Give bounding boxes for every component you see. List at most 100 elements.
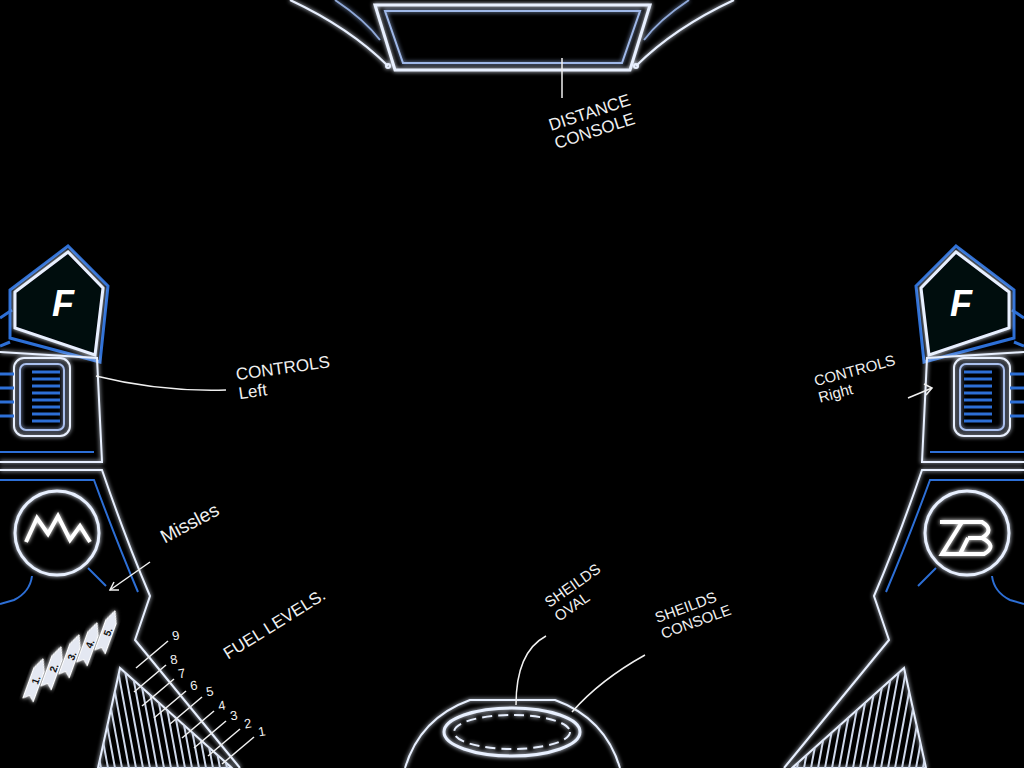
callout-text: CONTROLS Right: [812, 350, 907, 405]
pentagon-outline: [15, 252, 103, 355]
vent-stripe: [930, 660, 950, 768]
callout-text: SHEILDS OVAL: [542, 552, 626, 625]
leader-line: [516, 636, 546, 705]
fire-button: F: [12, 248, 106, 360]
shields-console: [405, 700, 620, 768]
blue-trace: [0, 342, 10, 346]
blue-trace: [0, 387, 14, 390]
console-frame: [375, 5, 650, 70]
control-stripe: [32, 413, 60, 416]
vent-stripe: [916, 660, 936, 768]
leader-line: [561, 58, 563, 98]
vent-stripes: [748, 660, 964, 768]
panel-frame: [922, 352, 1024, 462]
lower-panel: [784, 470, 1024, 768]
vent-stripe: [825, 660, 845, 768]
b-glyph: [960, 522, 991, 554]
control-stripe: [964, 420, 992, 423]
blue-trace: [0, 576, 32, 604]
vent-stripe: [797, 660, 817, 768]
leader-line: [96, 376, 226, 390]
console-wing: [290, 0, 388, 66]
blue-trace: [0, 480, 138, 592]
fuel-level-number: 5: [205, 684, 215, 699]
blue-trace: [1010, 387, 1024, 390]
fuel-level-number: 9: [171, 628, 181, 643]
control-stripe: [32, 378, 60, 381]
vent-stripe: [748, 660, 768, 768]
fuel-level-number: 8: [169, 652, 179, 667]
blue-trace: [0, 401, 14, 404]
control-stripe: [32, 371, 60, 374]
vent-stripe: [228, 660, 248, 768]
vent-stripe: [158, 660, 178, 768]
control-stripe: [32, 385, 60, 388]
blue-trace: [1010, 373, 1024, 376]
blue-trace: [0, 451, 94, 453]
vent-stripe: [783, 660, 803, 768]
console-rivet: [386, 64, 390, 68]
fuel-level-number: 7: [177, 666, 187, 681]
control-stripe: [32, 406, 60, 409]
missile-icon: [95, 609, 120, 654]
console-frame: [405, 700, 620, 768]
shields-oval: [444, 708, 580, 756]
control-slot: [960, 364, 1004, 430]
vent-stripe: [818, 660, 838, 768]
control-stripe: [32, 420, 60, 423]
vent-triangle: [792, 668, 926, 768]
callout-text: CONTROLS Left: [235, 353, 339, 404]
control-housing: [954, 358, 1010, 436]
fuel-level-number: 4: [217, 698, 227, 713]
blue-trace: [1010, 401, 1024, 404]
blue-trace: [88, 568, 106, 586]
vent-stripe: [937, 660, 957, 768]
pentagon-outline: [921, 252, 1009, 355]
blue-trace: [992, 576, 1024, 604]
control-housing: [14, 358, 70, 436]
blue-trace: [0, 373, 14, 376]
panel-edge: [784, 470, 1024, 768]
console-rivet: [634, 64, 638, 68]
vent-stripe: [249, 660, 269, 768]
vent-stripe: [769, 660, 789, 768]
vent-stripe: [811, 660, 831, 768]
blue-trace: [886, 480, 1024, 592]
vent-stripe: [186, 660, 206, 768]
vent-stripe: [755, 660, 775, 768]
console-wing: [644, 0, 689, 40]
vent-stripe: [88, 660, 108, 768]
leader-line: [572, 655, 645, 712]
blue-trace: [0, 415, 14, 418]
left-side: [0, 246, 276, 768]
callout-text: FUEL LEVELS.: [221, 586, 330, 664]
vent-stripe: [81, 660, 101, 768]
fuel-level-line: [182, 711, 214, 738]
vent-stripe: [776, 660, 796, 768]
control-stripe: [32, 392, 60, 395]
button-band: [916, 246, 1014, 362]
icon-ring: [925, 491, 1009, 575]
icon-ring: [15, 491, 99, 575]
vent-stripe: [235, 660, 255, 768]
blue-trace: [1010, 415, 1024, 418]
control-stripe: [964, 378, 992, 381]
vent-stripe: [846, 660, 866, 768]
vent-stripe: [839, 660, 859, 768]
fuel-level-line: [222, 737, 254, 764]
console-wing: [636, 0, 734, 66]
console-wing: [335, 0, 380, 40]
fuel-level-number: 2: [243, 716, 253, 731]
control-stripe: [964, 392, 992, 395]
fuel-level-number: 1: [257, 724, 267, 739]
vent-stripes: [60, 660, 276, 768]
leader-lines: [96, 58, 932, 764]
zb-icon: [940, 522, 991, 554]
blue-trace: [930, 451, 1024, 453]
vent-stripe: [832, 660, 852, 768]
button-text-group: F: [918, 248, 1012, 360]
fuel-level-number: 3: [229, 708, 239, 723]
vent-stripe: [944, 660, 964, 768]
vent-stripe: [256, 660, 276, 768]
blue-trace: [918, 568, 936, 586]
